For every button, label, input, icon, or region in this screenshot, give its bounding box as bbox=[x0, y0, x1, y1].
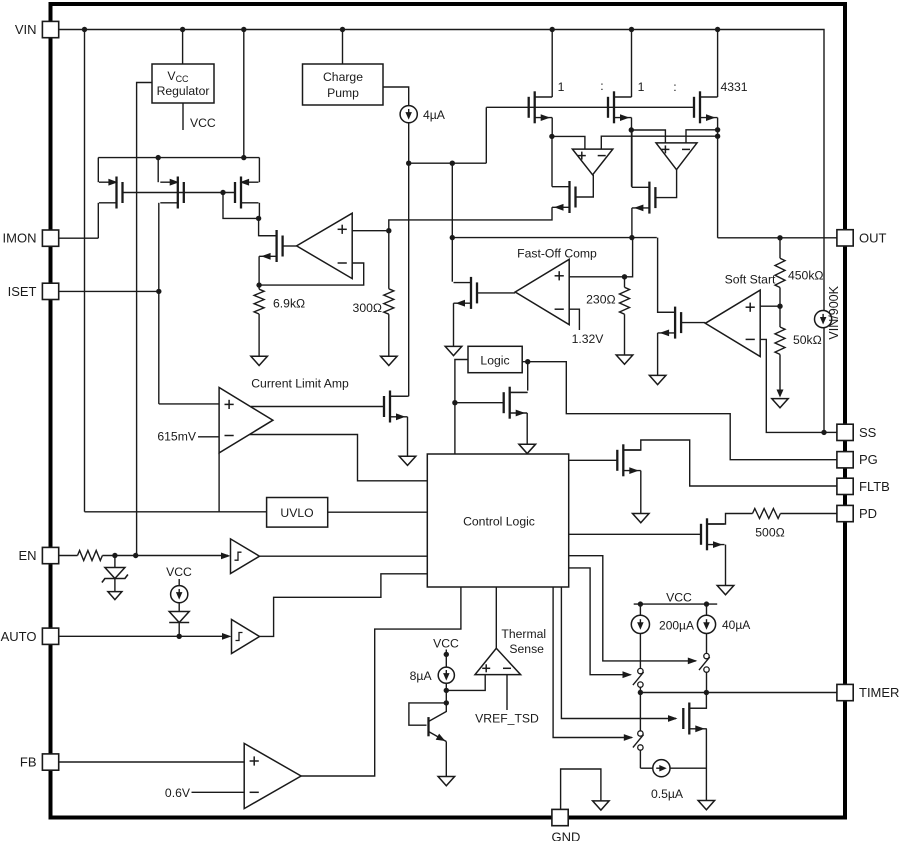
svg-text:Pump: Pump bbox=[327, 86, 359, 100]
svg-text:VCC: VCC bbox=[433, 637, 459, 651]
svg-text:0.6V: 0.6V bbox=[165, 786, 191, 800]
svg-text:EN: EN bbox=[18, 548, 36, 563]
svg-text:Soft Start: Soft Start bbox=[725, 273, 776, 287]
svg-text:PD: PD bbox=[859, 506, 877, 521]
svg-text:4µA: 4µA bbox=[423, 108, 446, 122]
svg-text:1.32V: 1.32V bbox=[572, 332, 605, 346]
svg-text:230Ω: 230Ω bbox=[586, 293, 615, 307]
svg-text:GND: GND bbox=[552, 830, 581, 841]
svg-text:VCC: VCC bbox=[666, 591, 692, 605]
svg-text:VREF_TSD: VREF_TSD bbox=[475, 712, 539, 726]
svg-text:PG: PG bbox=[859, 452, 878, 467]
svg-text:Thermal: Thermal bbox=[501, 627, 546, 641]
svg-text:AUTO: AUTO bbox=[1, 629, 37, 644]
svg-text:FLTB: FLTB bbox=[859, 479, 890, 494]
svg-text:Regulator: Regulator bbox=[157, 84, 210, 98]
svg-text::: : bbox=[673, 80, 676, 94]
svg-text:VIN: VIN bbox=[15, 22, 37, 37]
svg-text:UVLO: UVLO bbox=[280, 506, 313, 520]
svg-text:ISET: ISET bbox=[8, 284, 37, 299]
svg-text:IMON: IMON bbox=[3, 231, 37, 246]
svg-text::: : bbox=[600, 79, 603, 93]
svg-text:Current Limit Amp: Current Limit Amp bbox=[251, 377, 349, 391]
svg-text:VIN/900K: VIN/900K bbox=[827, 285, 841, 339]
svg-text:450kΩ: 450kΩ bbox=[788, 268, 824, 282]
svg-text:Fast-Off Comp: Fast-Off Comp bbox=[517, 247, 597, 261]
svg-text:FB: FB bbox=[20, 755, 37, 770]
svg-text:40µA: 40µA bbox=[722, 618, 750, 632]
svg-text:TIMER: TIMER bbox=[859, 685, 899, 700]
svg-text:Sense: Sense bbox=[509, 642, 544, 656]
svg-text:615mV: 615mV bbox=[157, 430, 196, 444]
svg-text:1: 1 bbox=[638, 80, 645, 94]
svg-text:1: 1 bbox=[558, 80, 565, 94]
svg-text:VCC: VCC bbox=[166, 565, 192, 579]
svg-text:Logic: Logic bbox=[480, 354, 509, 368]
svg-text:SS: SS bbox=[859, 425, 877, 440]
svg-text:8µA: 8µA bbox=[410, 669, 433, 683]
svg-text:0.5µA: 0.5µA bbox=[651, 787, 684, 801]
svg-text:6.9kΩ: 6.9kΩ bbox=[273, 297, 305, 311]
svg-text:VCC: VCC bbox=[190, 116, 216, 130]
svg-text:Control Logic: Control Logic bbox=[463, 515, 535, 529]
svg-text:200µA: 200µA bbox=[659, 619, 694, 633]
svg-text:OUT: OUT bbox=[859, 230, 887, 245]
svg-text:Charge: Charge bbox=[323, 70, 363, 84]
svg-text:500Ω: 500Ω bbox=[755, 526, 784, 540]
svg-text:50kΩ: 50kΩ bbox=[793, 333, 822, 347]
svg-text:4331: 4331 bbox=[720, 80, 747, 94]
svg-text:300Ω: 300Ω bbox=[353, 301, 382, 315]
